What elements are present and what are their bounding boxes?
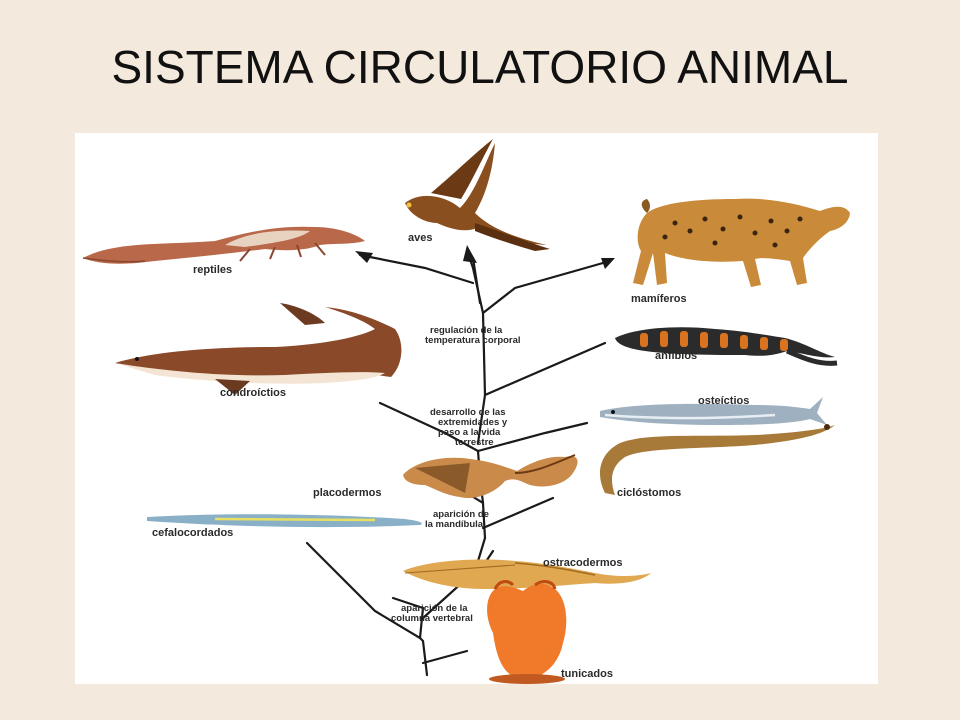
label-reptiles: reptiles xyxy=(193,264,232,276)
branch-columna xyxy=(391,596,425,640)
milestone-labels: regulación de la temperatura corporal de… xyxy=(391,325,521,624)
milestone-extremidades-line-3: paso a la vida xyxy=(438,427,501,438)
group-labels: aves reptiles mamíferos anfibios condroí… xyxy=(152,232,749,680)
branch-ciclostomos xyxy=(481,496,555,530)
branch-amniotas xyxy=(481,311,487,397)
milestone-mandibula-line-1: aparición de xyxy=(433,509,489,520)
milestone-mandibula-line-2: la mandíbula xyxy=(425,519,484,530)
label-ciclostomos: ciclóstomos xyxy=(617,487,681,499)
evolution-tree-figure: aves reptiles mamíferos anfibios condroí… xyxy=(75,133,878,684)
label-aves: aves xyxy=(408,232,432,244)
tunicados-illustration xyxy=(487,580,567,684)
mamiferos-illustration xyxy=(633,198,850,287)
osteictios-illustration xyxy=(600,397,827,425)
cefalocordados-illustration xyxy=(147,514,422,528)
aves-illustration xyxy=(405,139,550,251)
branch-anfibios xyxy=(483,341,607,397)
placodermos-illustration xyxy=(403,454,578,499)
label-cefalocordados: cefalocordados xyxy=(152,527,233,539)
milestone-extremidades-line-4: terrestre xyxy=(455,437,494,448)
anfibios-illustration xyxy=(615,327,838,366)
arrowhead-aves xyxy=(463,245,477,263)
milestone-extremidades-line-1: desarrollo de las xyxy=(430,407,506,418)
branch-cefalocordados xyxy=(305,541,422,640)
branch-osteictios xyxy=(476,421,589,453)
label-condroictios: condroíctios xyxy=(220,387,286,399)
branch-trunk-base xyxy=(418,636,429,677)
branch-tunicados xyxy=(421,649,469,665)
tree-arrowheads xyxy=(355,245,615,269)
branch-condroictios xyxy=(378,401,480,453)
label-mamiferos: mamíferos xyxy=(631,293,687,305)
branch-aves xyxy=(471,256,482,305)
milestone-temperatura-line-1: regulación de la xyxy=(430,325,503,336)
milestone-columna-line-2: columna vertebral xyxy=(391,613,473,624)
ostracodermos-illustration xyxy=(403,559,651,589)
label-osteictios: osteíctios xyxy=(698,395,749,407)
slide-title: SISTEMA CIRCULATORIO ANIMAL xyxy=(111,41,849,93)
milestone-extremidades-line-2: extremidades y xyxy=(438,417,508,428)
condroictios-illustration xyxy=(115,303,402,395)
reptiles-illustration xyxy=(82,226,365,264)
milestone-temperatura-line-2: temperatura corporal xyxy=(425,335,521,346)
milestone-columna-line-1: aparición de la xyxy=(401,603,468,614)
arrowhead-mamiferos xyxy=(601,258,615,269)
branch-mamiferos xyxy=(481,259,612,315)
label-anfibios: anfibios xyxy=(655,350,697,362)
label-tunicados: tunicados xyxy=(561,668,613,680)
ciclostomos-illustration xyxy=(600,424,835,495)
label-ostracodermos: ostracodermos xyxy=(543,557,622,569)
arrowhead-reptiles xyxy=(355,251,373,263)
branch-reptiles xyxy=(358,253,475,285)
label-placodermos: placodermos xyxy=(313,487,381,499)
evolution-tree-svg: aves reptiles mamíferos anfibios condroí… xyxy=(82,139,850,684)
branch-tetrapodos xyxy=(476,393,487,445)
